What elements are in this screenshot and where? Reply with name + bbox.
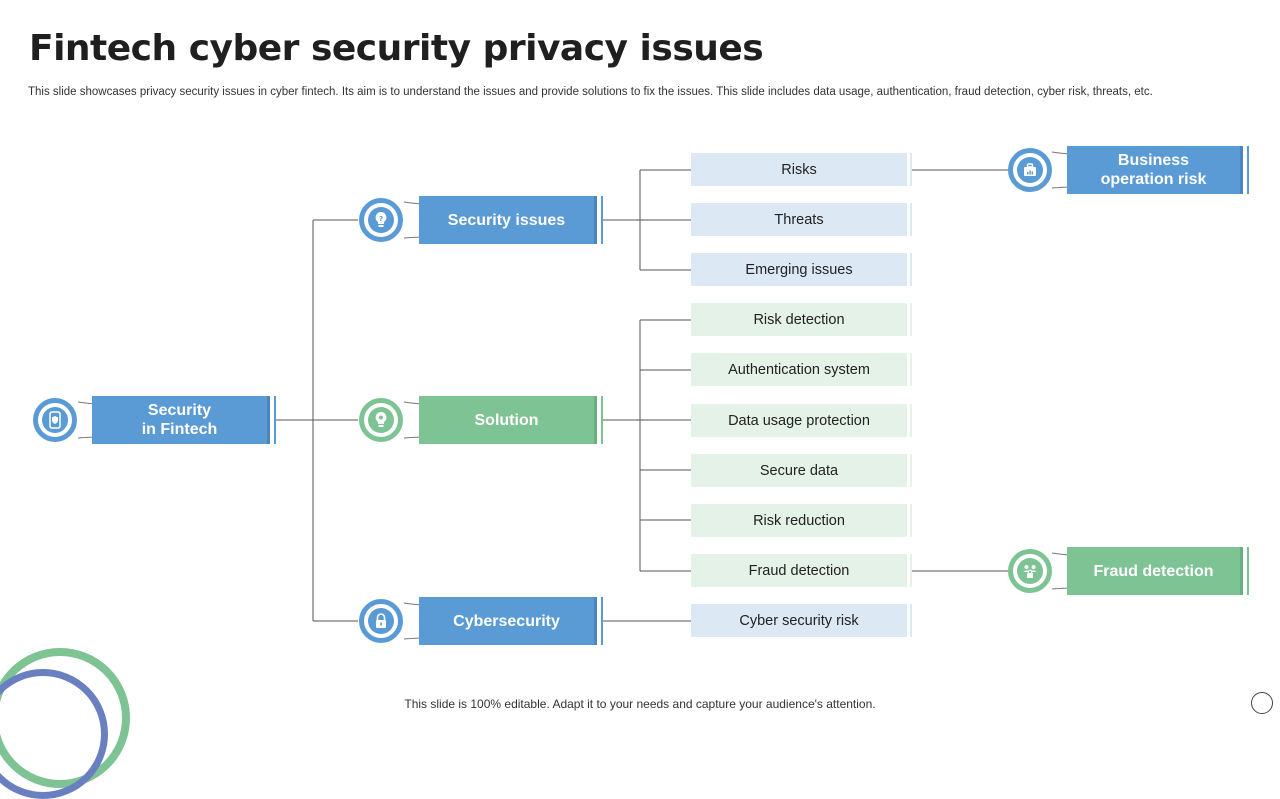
cybersecurity-icon-circle [359, 599, 403, 643]
root-label-line1: Security [147, 402, 212, 419]
nav-circle-button[interactable] [1251, 692, 1273, 714]
branch-cybersecurity-label: Cybersecurity [453, 612, 560, 630]
security-issues-icon-circle: ? [359, 198, 403, 242]
connector-lines [77, 151, 1075, 641]
branch-cybersecurity: Cybersecurity [419, 597, 597, 645]
people-lock-icon [1017, 558, 1043, 584]
page-subtitle: This slide showcases privacy security is… [28, 86, 1153, 98]
outcome-fraud-detection: Fraud detection [1067, 547, 1243, 595]
branch-security-issues-label: Security issues [447, 211, 566, 229]
leaf-risk-detection: Risk detection [691, 303, 907, 336]
leaf-emerging-issues: Emerging issues [691, 253, 907, 286]
leaf-secure-data: Secure data [691, 454, 907, 487]
leaf-authentication-system: Authentication system [691, 353, 907, 386]
mobile-shield-icon [42, 407, 68, 433]
page-title: Fintech cyber security privacy issues [29, 28, 764, 69]
branch-security-issues: Security issues [419, 196, 597, 244]
leaf-fraud-detection: Fraud detection [691, 554, 907, 587]
svg-text:?: ? [379, 215, 383, 223]
root-node: Security in Fintech [92, 396, 270, 444]
branch-solution: Solution [419, 396, 597, 444]
branch-solution-label: Solution [474, 411, 539, 429]
footer-note: This slide is 100% editable. Adapt it to… [404, 697, 876, 711]
leaf-cyber-security-risk: Cyber security risk [691, 604, 907, 637]
outcome-business-line1: Business [1117, 152, 1190, 169]
padlock-icon [368, 608, 394, 634]
outcome-business-operation-risk: Business operation risk [1067, 146, 1243, 194]
leaf-risk-reduction: Risk reduction [691, 504, 907, 537]
outcome-business-line2: operation risk [1100, 171, 1207, 188]
business-icon-circle [1008, 148, 1052, 192]
lightbulb-question-icon: ? [368, 207, 394, 233]
briefcase-chart-icon [1017, 157, 1043, 183]
root-icon-circle [33, 398, 77, 442]
leaf-risks: Risks [691, 153, 907, 186]
root-label-line2: in Fintech [141, 421, 218, 438]
leaf-threats: Threats [691, 203, 907, 236]
leaf-data-usage-protection: Data usage protection [691, 404, 907, 437]
lightbulb-brain-icon [368, 407, 394, 433]
solution-icon-circle [359, 398, 403, 442]
outcome-fraud-label: Fraud detection [1093, 562, 1214, 580]
fraud-icon-circle [1008, 549, 1052, 593]
